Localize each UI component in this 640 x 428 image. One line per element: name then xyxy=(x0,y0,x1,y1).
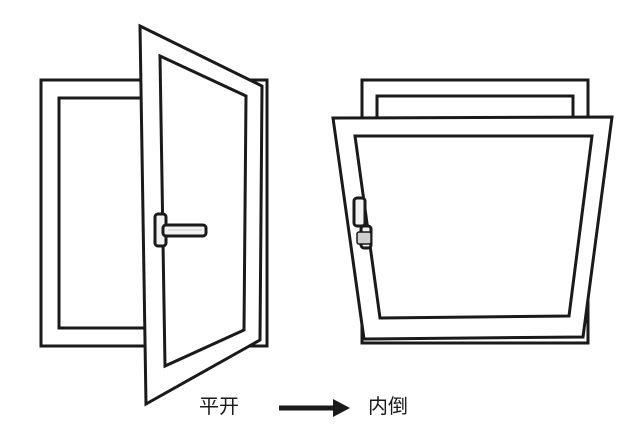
label-tilt-in: 内倒 xyxy=(368,394,408,418)
tilt-window xyxy=(331,78,614,345)
tilt-sash-glass xyxy=(353,134,594,320)
tilt-handle-icon xyxy=(352,196,373,250)
label-casement: 平开 xyxy=(199,394,239,418)
casement-handle-icon xyxy=(153,212,208,248)
right-arrow-icon xyxy=(279,399,350,417)
casement-sash-glass xyxy=(158,53,248,369)
casement-window xyxy=(39,23,269,407)
